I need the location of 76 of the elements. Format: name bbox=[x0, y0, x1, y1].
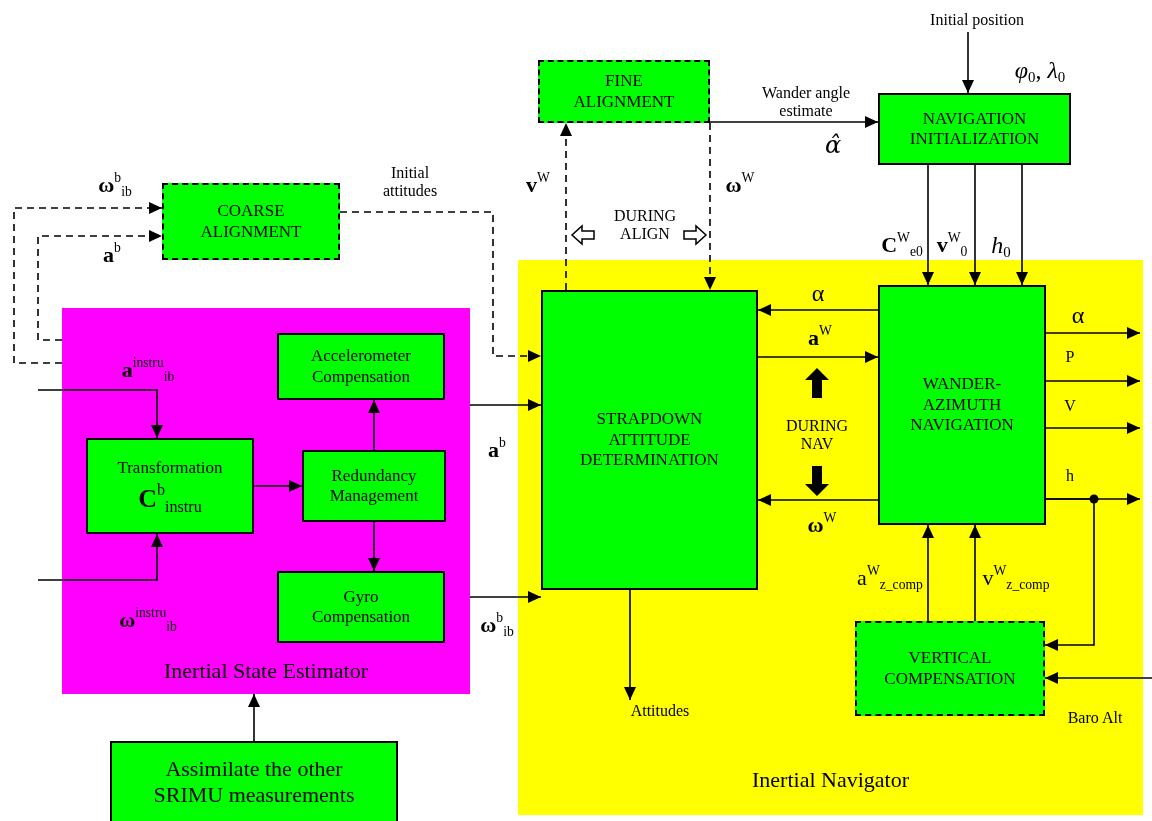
dashed-process-box bbox=[162, 183, 340, 260]
arrow bbox=[13, 202, 163, 364]
edge-label: v$^{W}$ bbox=[526, 172, 550, 198]
edge-label: a$^{W}$ bbox=[808, 325, 832, 351]
box-label: VERTICAL COMPENSATION bbox=[883, 648, 1017, 689]
arrow bbox=[704, 122, 716, 291]
note-label: DURING ALIGN bbox=[612, 207, 678, 243]
arrow bbox=[248, 693, 260, 742]
edge-label: φ$_{0}$, λ$_{0}$ bbox=[1014, 56, 1066, 84]
edge-label: h bbox=[1066, 467, 1074, 485]
note-label: DURING NAV bbox=[784, 417, 850, 453]
arrow bbox=[1044, 672, 1152, 684]
arrow bbox=[624, 589, 636, 701]
panel-title: Inertial State Estimator bbox=[162, 657, 370, 684]
box-label: COARSE ALIGNMENT bbox=[199, 201, 303, 242]
arrow bbox=[560, 122, 572, 291]
edge-label: h$_{0}$ bbox=[991, 231, 1011, 259]
arrow bbox=[1045, 375, 1141, 387]
edge-label: α bbox=[811, 279, 825, 307]
edge-label: V bbox=[1064, 397, 1076, 415]
arrow bbox=[469, 399, 542, 411]
dashed-process-box bbox=[538, 60, 710, 123]
process-box bbox=[277, 333, 445, 400]
edge-label: Wander angle estimate bbox=[761, 84, 851, 120]
box-label: Initial position bbox=[929, 10, 1025, 30]
process-box bbox=[541, 290, 758, 590]
process-box bbox=[878, 285, 1046, 525]
arrow bbox=[1016, 164, 1028, 286]
arrow bbox=[1045, 327, 1141, 339]
estimator-panel bbox=[62, 308, 470, 694]
box-label: Attitudes bbox=[629, 701, 691, 721]
arrow bbox=[339, 211, 542, 362]
arrow bbox=[922, 164, 934, 286]
arrow bbox=[922, 524, 934, 622]
box-label: Redundancy Management bbox=[328, 465, 420, 507]
arrow bbox=[969, 524, 981, 622]
process-box bbox=[110, 741, 398, 821]
edge-label: Baro Alt bbox=[1067, 709, 1123, 727]
box-label: Gyro Compensation bbox=[310, 586, 412, 628]
edge-label: P bbox=[1065, 348, 1075, 366]
process-box bbox=[878, 93, 1071, 165]
arrow bbox=[37, 230, 163, 341]
edge-label: ω$^{W}$ bbox=[807, 512, 837, 538]
box-label: FINE ALIGNMENT bbox=[572, 71, 676, 112]
box-label: WANDER-AZIMUTH NAVIGATION bbox=[909, 374, 1015, 436]
arrow bbox=[757, 304, 879, 316]
process-box bbox=[277, 571, 445, 643]
arrow bbox=[709, 116, 879, 128]
arrow bbox=[368, 399, 380, 451]
box-label: Accelerometer Compensation bbox=[309, 346, 412, 387]
arrow bbox=[368, 521, 380, 572]
box-label: Assimilate the other SRIMU measurements bbox=[152, 755, 356, 809]
note-label: α̂ bbox=[824, 131, 842, 159]
arrow bbox=[757, 351, 879, 363]
box-label: Transformation bbox=[116, 458, 224, 479]
dashed-process-box bbox=[855, 621, 1045, 716]
edge-label: a$^{b}$ bbox=[488, 437, 506, 463]
arrow bbox=[757, 494, 879, 506]
navigator-panel bbox=[518, 260, 1143, 815]
arrow bbox=[37, 389, 163, 439]
edge-label: ω$^{W}$ bbox=[725, 172, 755, 198]
box-label: NAVIGATION INITIALIZATION bbox=[908, 108, 1041, 150]
edge-label: a$^{b}$ bbox=[103, 242, 121, 268]
edge-label: α bbox=[1071, 301, 1085, 329]
edge-label: Initial attitudes bbox=[381, 164, 439, 200]
process-box bbox=[86, 438, 254, 534]
box-label: STRAPDOWN ATTITUDE DETERMINATION bbox=[579, 409, 720, 471]
arrow bbox=[1044, 498, 1095, 651]
arrow bbox=[253, 480, 303, 492]
arrow bbox=[37, 533, 163, 581]
arrow bbox=[1045, 422, 1141, 434]
arrow bbox=[962, 31, 974, 94]
panel-title: Inertial Navigator bbox=[751, 766, 910, 793]
arrow bbox=[469, 591, 542, 603]
arrow bbox=[969, 164, 981, 286]
process-box bbox=[302, 450, 446, 522]
